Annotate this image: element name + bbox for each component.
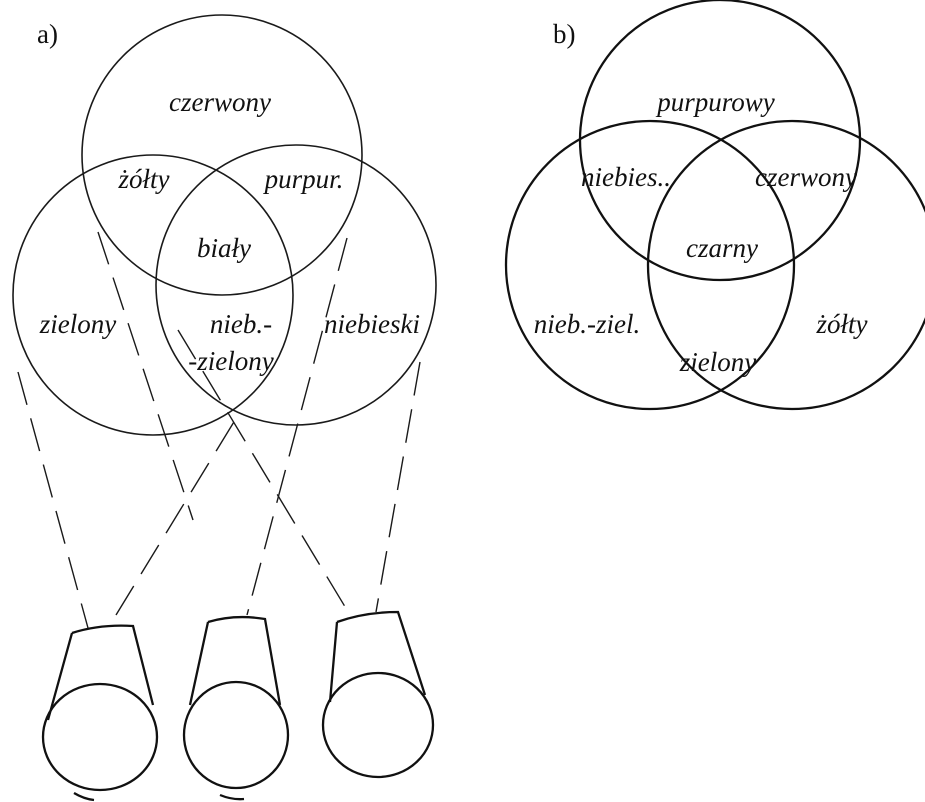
region-a-yellow: żółty [118,164,170,194]
projector-left-lens [41,682,159,792]
panel-a: a) czerwony żółty purpur. biały zielony … [12,14,437,802]
light-beams [17,231,421,629]
region-a-cyan-line2: -zielony [188,346,273,376]
beam-right-1 [177,329,348,611]
region-b-black: czarny [686,233,758,263]
region-b-red: czerwony [755,162,857,192]
region-a-cyan-line1: nieb.- [210,309,272,339]
circle-a-blue [155,144,437,426]
panel-b-label: b) [553,19,576,49]
region-b-magenta: purpurowy [655,87,775,117]
projector-right [321,610,435,779]
region-a-magenta: purpur. [263,164,344,194]
panel-a-label: a) [37,19,58,49]
projector-right-lens [321,671,435,779]
circle-b-yellow [646,119,925,411]
beam-left-1 [17,371,89,629]
projector-middle-lens [182,680,290,790]
beam-mid-2 [115,411,241,616]
region-b-green: zielony [679,347,756,377]
region-b-yellow: żółty [816,309,868,339]
circle-a-green [12,154,294,436]
region-a-blue: niebieski [324,309,420,339]
region-b-blue: niebies.. [581,162,671,192]
region-a-green: zielony [39,309,116,339]
beam-right-2 [375,361,421,613]
projector-middle [182,615,290,801]
region-a-red: czerwony [169,87,271,117]
region-a-white: biały [197,233,251,263]
beam-left-2 [97,231,194,521]
projector-left [41,624,159,802]
circle-b-cyan [504,119,796,411]
beam-mid-1 [246,237,348,616]
circle-a-red [81,14,363,296]
region-b-cyan: nieb.-ziel. [534,309,640,339]
panel-b: b) purpurowy niebies.. czerwony czarny n… [504,0,925,411]
